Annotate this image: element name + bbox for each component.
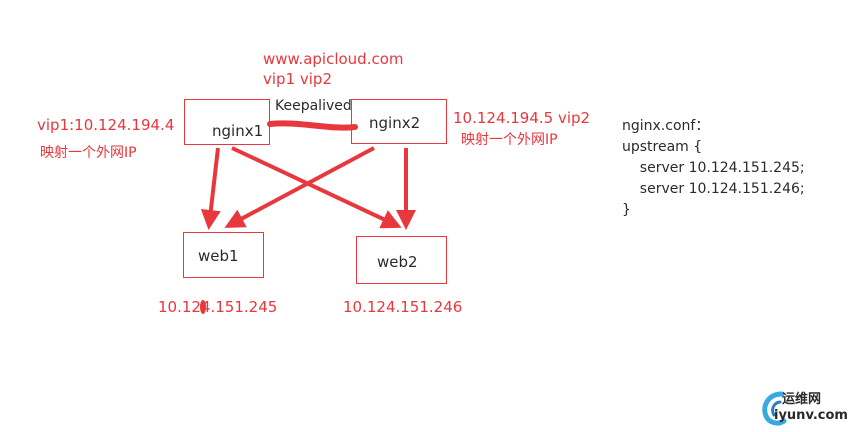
nginx1-label: nginx1 [212,122,264,140]
nginx-conf-block: nginx.conf： upstream { server 10.124.151… [622,116,805,221]
arrow-nginx1-web1 [200,147,221,230]
web2-node: web2 [356,236,447,284]
conf-line: server 10.124.151.246; [622,181,805,197]
conf-line: } [622,202,631,218]
web2-label: web2 [377,253,418,271]
nginx2-node: nginx2 [351,99,447,144]
web1-ip: 10.124.151.245 [158,298,278,316]
watermark-logo-icon [762,391,787,426]
web2-ip: 10.124.151.246 [343,298,463,316]
arrow-nginx1-web2 [231,146,402,229]
nginx2-label: nginx2 [369,114,421,132]
keepalived-link [267,120,358,131]
watermark-title: 运维网 [782,392,822,407]
ink-blot [200,300,206,314]
right-vip-note: 映射一个外网IP [461,132,558,148]
conf-line: upstream { [622,139,703,155]
watermark: 运维网 iyunv.com [760,384,860,430]
vip-pair-label: vip1 vip2 [263,70,332,88]
nginx1-node: nginx1 [184,99,270,145]
web1-label: web1 [198,247,239,265]
watermark-url: iyunv.com [774,408,848,423]
left-vip-label: vip1:10.124.194.4 [37,116,175,134]
arrow-nginx2-web1 [224,146,375,228]
keepalived-label: Keepalived [275,98,352,114]
conf-line: nginx.conf： [622,118,710,134]
right-vip-label: 10.124.194.5 vip2 [453,109,591,127]
conf-line: server 10.124.151.245; [622,160,805,176]
left-vip-note: 映射一个外网IP [40,145,137,161]
domain-label: www.apicloud.com [263,50,404,68]
web1-node: web1 [183,232,264,278]
